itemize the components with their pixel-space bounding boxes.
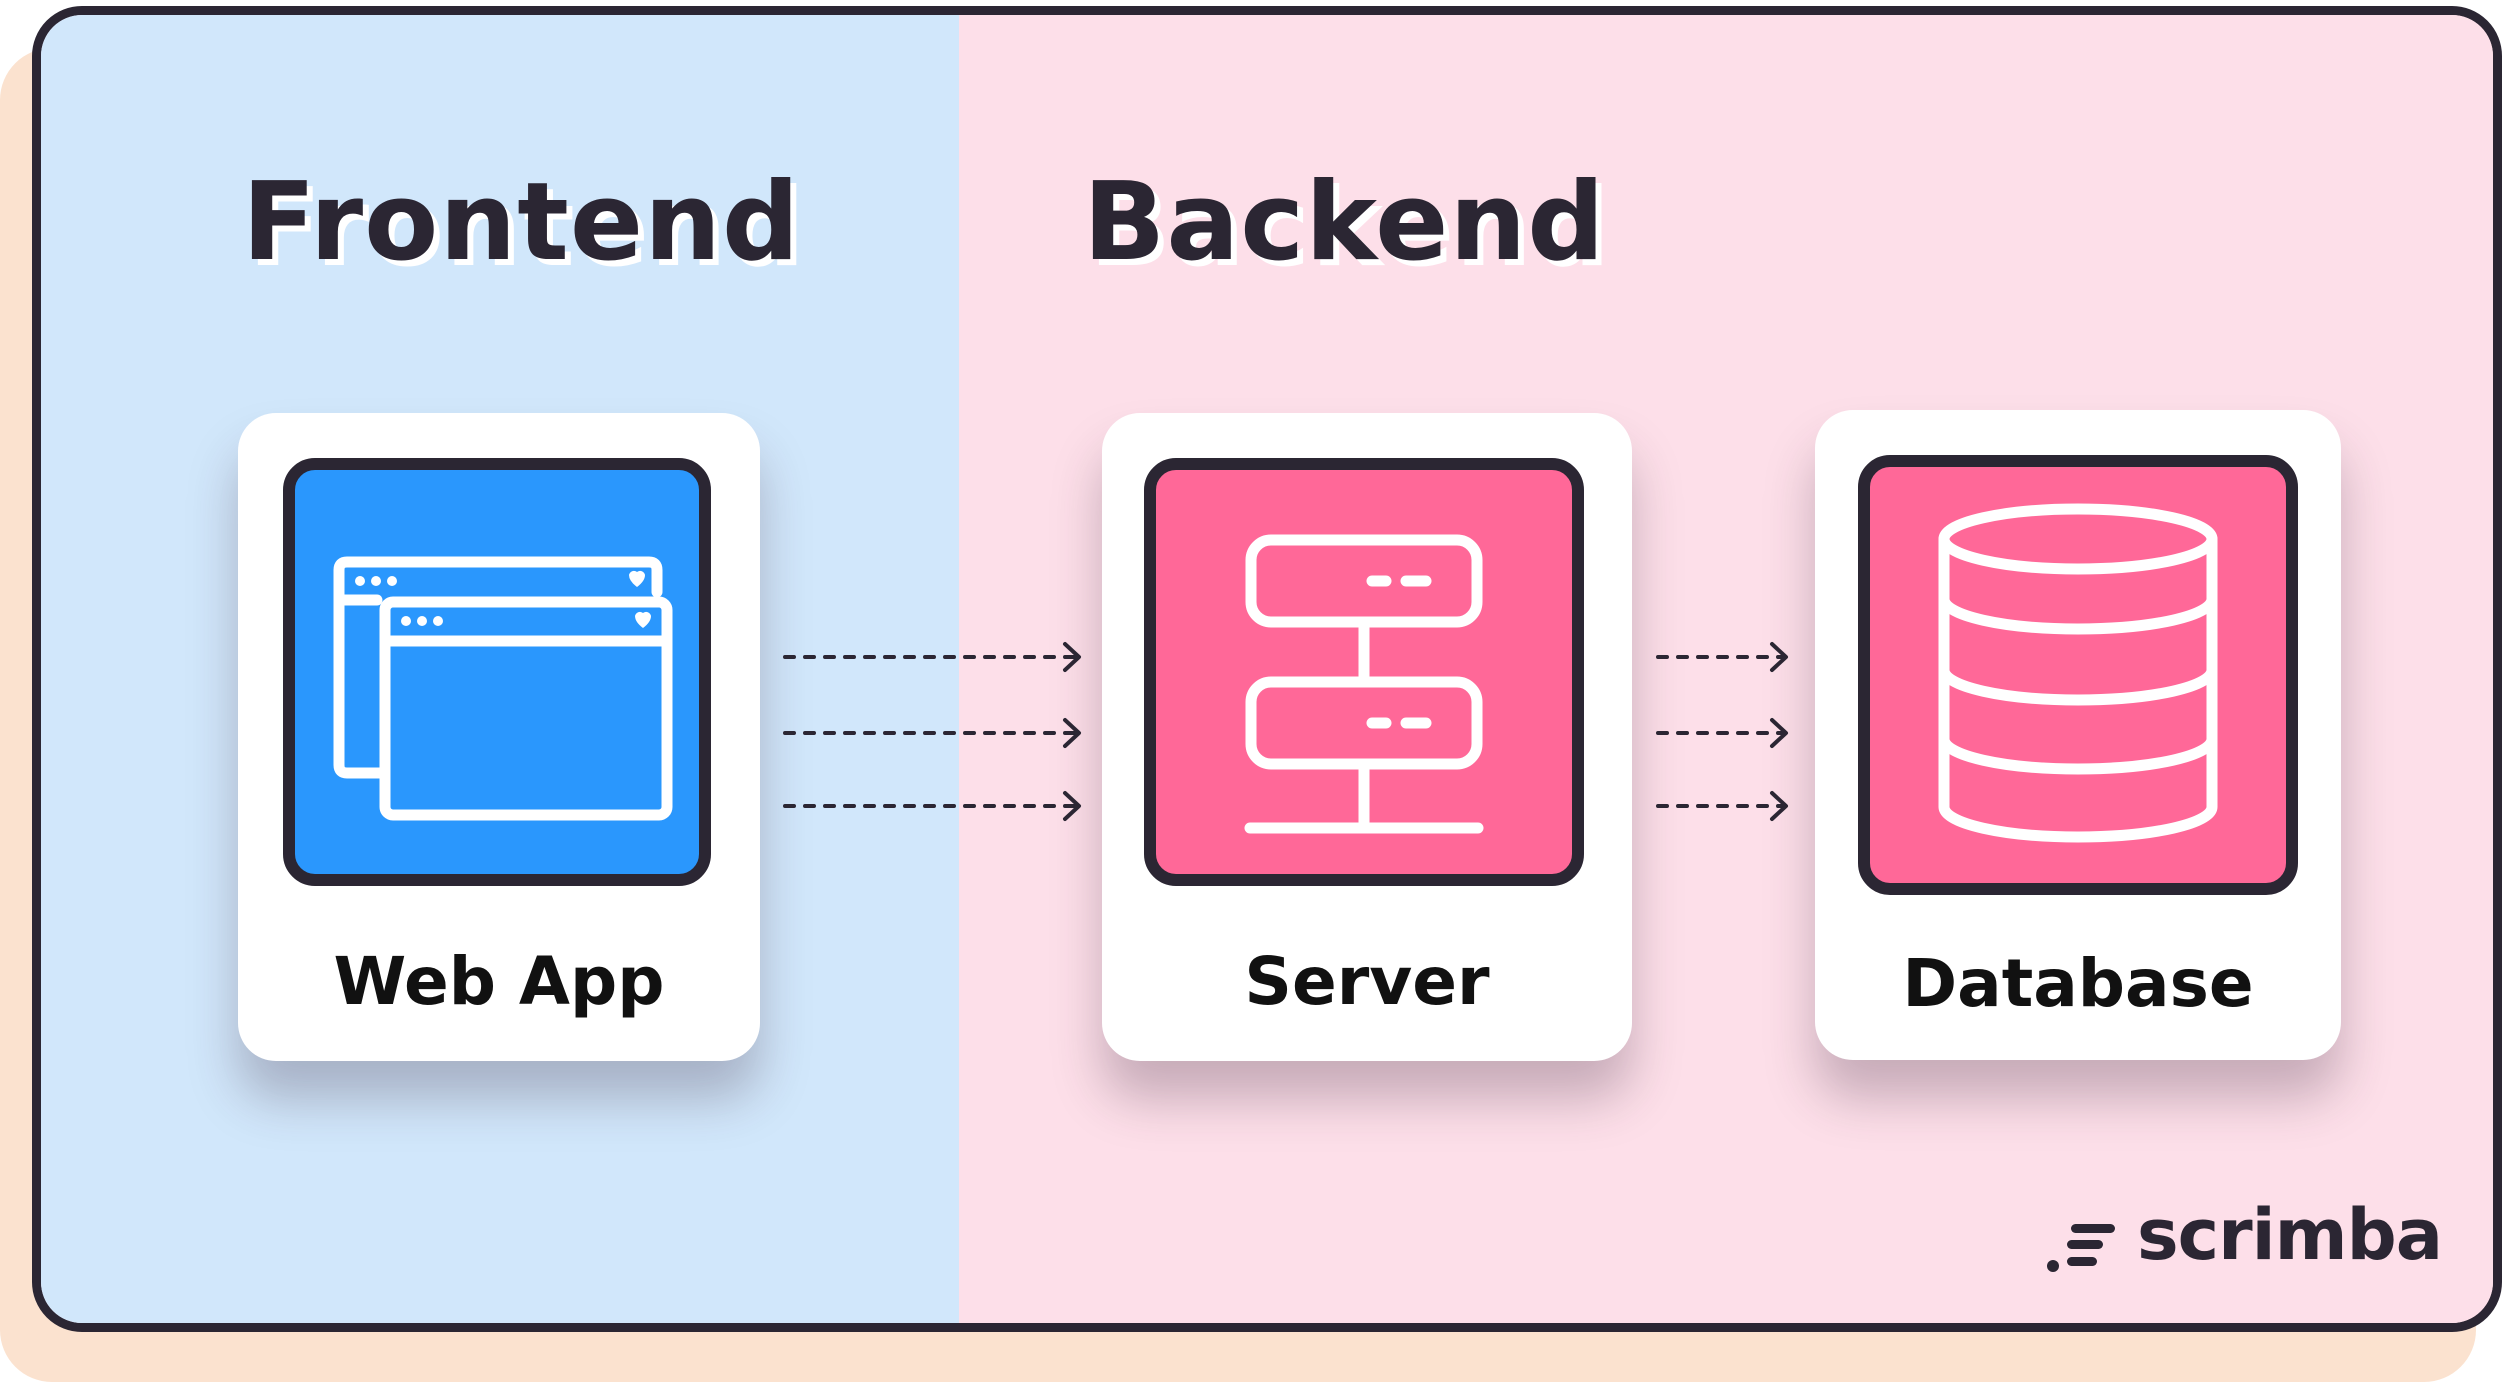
database-icon xyxy=(1938,503,2218,843)
database-icon-box xyxy=(1858,455,2298,895)
browser-windows-icon xyxy=(333,556,673,821)
web-app-label: Web App xyxy=(333,943,665,1020)
web-app-icon-box xyxy=(283,458,711,886)
server-card: Server xyxy=(1102,413,1632,1061)
database-card: Database xyxy=(1815,410,2341,1060)
backend-heading: Backend xyxy=(1083,160,1606,285)
server-label: Server xyxy=(1244,943,1490,1020)
scrimba-mark-icon xyxy=(2047,1224,2115,1272)
scrimba-wordmark: scrimba xyxy=(2137,1194,2443,1276)
frontend-heading: Frontend xyxy=(242,160,801,285)
scrimba-logo: scrimba xyxy=(2045,1194,2445,1288)
database-label: Database xyxy=(1902,945,2254,1022)
server-rack-icon xyxy=(1244,534,1484,834)
web-app-card: Web App xyxy=(238,413,760,1061)
server-icon-box xyxy=(1144,458,1584,886)
